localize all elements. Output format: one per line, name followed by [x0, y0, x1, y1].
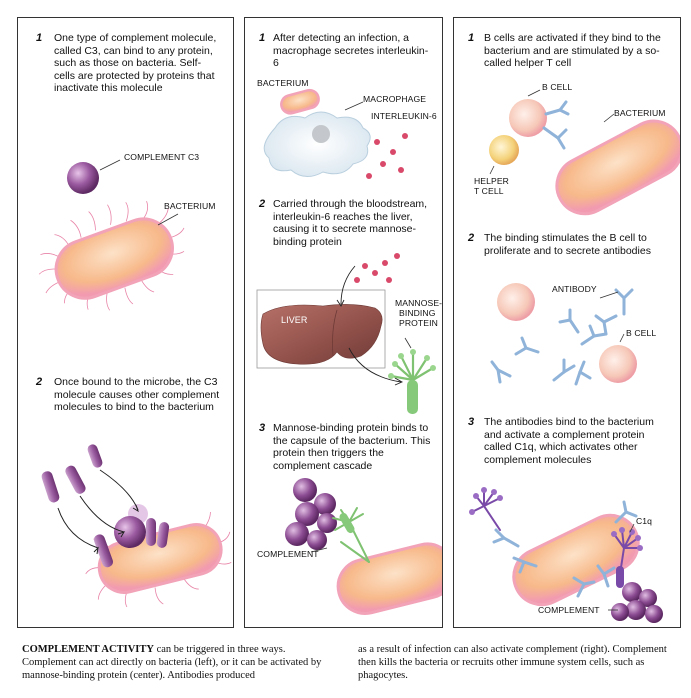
left-step-2-number: 2 [36, 376, 43, 388]
bacterium-small [280, 88, 320, 115]
label-macrophage: MACROPHAGE [363, 94, 427, 104]
complement-cluster-right [611, 582, 663, 623]
panel-left-direct-activation: 1 One type of complement molecule, calle… [17, 17, 234, 628]
label-liver: LIVER [281, 315, 308, 325]
center-step-2-number: 2 [259, 198, 266, 210]
b-cell-shape [509, 99, 547, 137]
caption-column-2: as a result of infection can also activa… [358, 643, 676, 682]
center-step-3-text: Mannose-binding protein binds to the cap… [273, 422, 431, 472]
b-cell-proliferating [497, 283, 535, 321]
bacterium-bottom [512, 513, 640, 607]
b-cell-receptors [542, 100, 570, 150]
complement-cluster [285, 478, 337, 550]
right-step-3-number: 3 [468, 416, 475, 428]
label-helper-2: T CELL [474, 186, 504, 196]
panel-right-antibody-activation: 1 B cells are activated if they bind to … [453, 17, 681, 628]
antibody-molecules [490, 288, 634, 386]
left-step-1-text: One type of complement molecule, called … [54, 32, 217, 94]
label-mannose-binding-protein-2: BINDING [399, 308, 436, 318]
label-antibody: ANTIBODY [552, 284, 597, 294]
caption-lead: COMPLEMENT ACTIVITY [22, 644, 154, 655]
complement-c3-molecule [67, 162, 99, 194]
label-complement-c3: COMPLEMENT C3 [124, 152, 200, 162]
label-mannose-binding-protein-1: MANNOSE- [395, 298, 443, 308]
bacterium-shape [38, 200, 185, 311]
helper-t-cell-shape [489, 135, 519, 165]
liver-shape [260, 304, 383, 365]
label-complement: COMPLEMENT [257, 549, 319, 559]
label-complement: COMPLEMENT [538, 605, 600, 615]
left-illustration [38, 159, 232, 608]
binding-arrows [57, 469, 139, 555]
center-illustration [256, 88, 442, 615]
label-interleukin-6: INTERLEUKIN-6 [371, 111, 437, 121]
b-cell-secreting [599, 345, 637, 383]
bound-antibodies [492, 500, 638, 598]
label-b-cell: B CELL [542, 82, 573, 92]
caption-text-1: can be triggered in three ways. Compleme… [22, 644, 322, 681]
label-c1q: C1q [636, 516, 653, 526]
interleukin-6-molecules [354, 133, 408, 283]
left-step-1-number: 1 [36, 32, 43, 44]
left-step-2-text: Once bound to the microbe, the C3 molecu… [54, 376, 220, 413]
label-bacterium: BACTERIUM [164, 201, 216, 211]
right-step-3-text: The antibodies bind to the bacterium and… [484, 416, 654, 466]
label-b-cell-2: B CELL [626, 328, 657, 338]
complement-molecule-cluster [41, 444, 170, 568]
bacterium-with-mbp [336, 542, 442, 615]
label-mannose-binding-protein-3: PROTEIN [399, 318, 438, 328]
right-step-2-text: The binding stimulates the B cell to pro… [484, 232, 651, 257]
macrophage-shape [263, 111, 371, 177]
right-step-2-number: 2 [468, 232, 475, 244]
label-bacterium: BACTERIUM [614, 108, 666, 118]
center-step-3-number: 3 [259, 422, 266, 434]
bacterium-large [555, 119, 680, 216]
caption-column-1: COMPLEMENT ACTIVITY can be triggered in … [22, 643, 340, 682]
center-step-1-number: 1 [259, 32, 266, 44]
label-bacterium: BACTERIUM [257, 78, 309, 88]
right-step-1-number: 1 [468, 32, 475, 44]
label-helper-1: HELPER [474, 176, 509, 186]
panel-center-mannose-binding: 1 After detecting an infection, a macrop… [244, 17, 443, 628]
right-step-1-text: B cells are activated if they bind to th… [484, 32, 661, 69]
center-step-1-text: After detecting an infection, a macropha… [273, 32, 429, 69]
right-illustration [469, 89, 680, 623]
center-step-2-text: Carried through the bloodstream, interle… [273, 198, 428, 248]
caption-text-2: as a result of infection can also activa… [358, 644, 667, 681]
liver-frame [256, 289, 386, 369]
